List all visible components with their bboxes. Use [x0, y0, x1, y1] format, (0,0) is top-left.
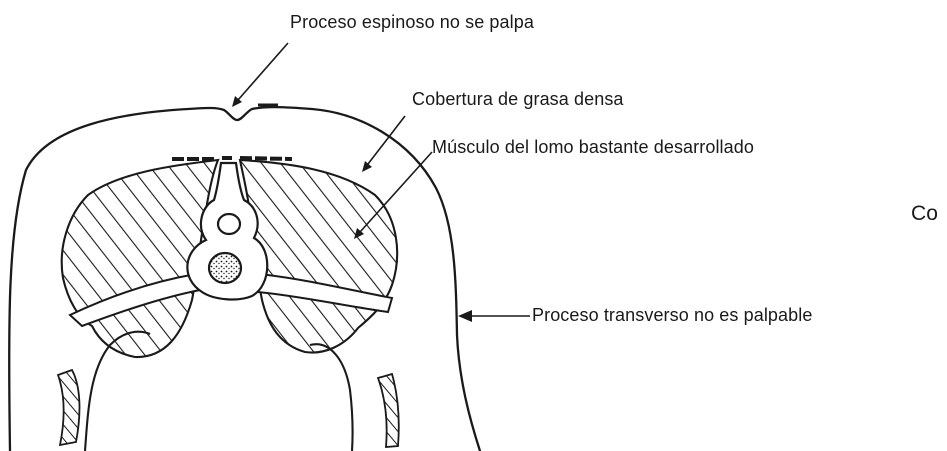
label-transverse-process: Proceso transverso no es palpable [532, 305, 812, 326]
spinal-canal [218, 214, 240, 234]
dorsal-fat-mark [172, 158, 292, 159]
label-fat-cover: Cobertura de grasa densa [412, 89, 624, 110]
rib-right [378, 374, 399, 447]
label-loin-muscle: Músculo del lomo bastante desarrollado [432, 137, 754, 158]
inner-cavity-right [310, 344, 353, 451]
label-spinous-process: Proceso espinoso no se palpa [290, 12, 534, 33]
arrow-transverse-process [458, 310, 530, 322]
arrow-spinous-process [232, 43, 288, 107]
label-cut-off-text: Co [911, 202, 938, 226]
vertebral-body-core [209, 253, 241, 283]
rib-left [58, 370, 79, 445]
